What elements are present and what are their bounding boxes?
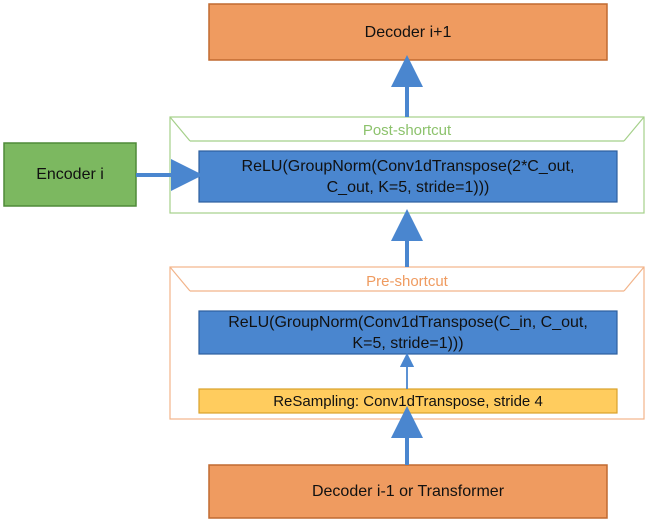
encoder-label: Encoder i [4, 143, 136, 206]
post-conv-label: ReLU(GroupNorm(Conv1dTranspose(2*C_out, … [199, 151, 617, 202]
pre-conv-label: ReLU(GroupNorm(Conv1dTranspose(C_in, C_o… [199, 311, 617, 354]
pre-shortcut-title: Pre-shortcut [190, 273, 624, 290]
decoder-next-text: Decoder i+1 [364, 23, 452, 41]
post-conv-line1: ReLU(GroupNorm(Conv1dTranspose(2*C_out, [241, 157, 575, 175]
pre-conv-line1: ReLU(GroupNorm(Conv1dTranspose(C_in, C_o… [228, 313, 588, 331]
encoder-text: Encoder i [36, 166, 104, 183]
post-shortcut-title-text: Post-shortcut [362, 122, 452, 139]
post-conv-block [198, 150, 618, 203]
post-conv-line2: C_out, K=5, stride=1))) [326, 178, 490, 196]
resampling-label: ReSampling: Conv1dTranspose, stride 4 [199, 389, 617, 413]
pre-conv-block [198, 310, 618, 355]
decoder-prev-box [208, 464, 608, 519]
post-shortcut-title: Post-shortcut [190, 122, 624, 139]
pre-shortcut-title-text: Pre-shortcut [366, 273, 448, 290]
pre-conv-line2: K=5, stride=1))) [352, 334, 464, 352]
decoder-next-box [208, 3, 608, 61]
resampling-text: ReSampling: Conv1dTranspose, stride 4 [273, 392, 543, 410]
encoder-box [3, 142, 137, 207]
decoder-prev-text: Decoder i-1 or Transformer [311, 483, 505, 500]
decoder-next-label: Decoder i+1 [209, 4, 607, 60]
decoder-prev-label: Decoder i-1 or Transformer [209, 465, 607, 518]
